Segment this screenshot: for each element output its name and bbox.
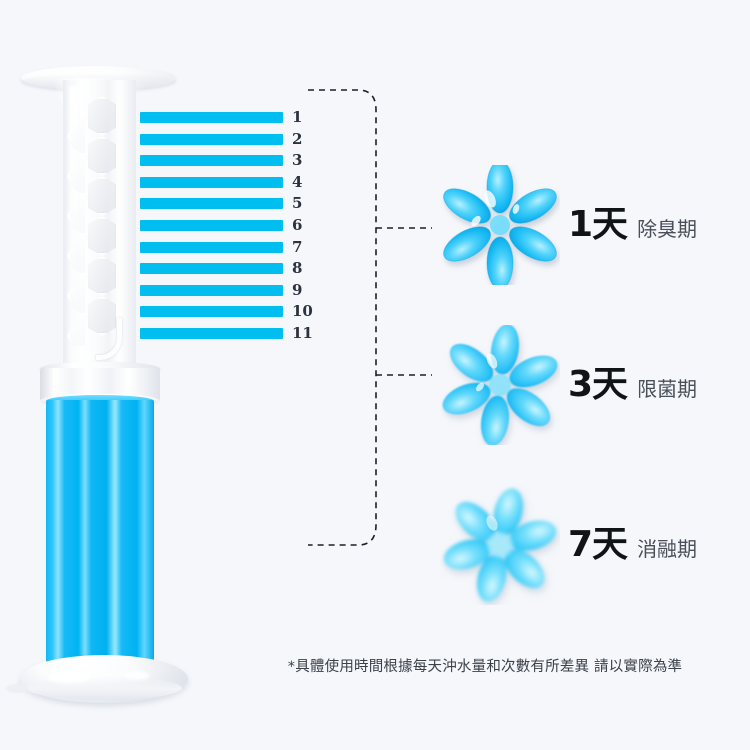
- flower-gloss: [486, 515, 498, 531]
- honeycomb-cell: [85, 256, 119, 296]
- dose-number: 5: [292, 194, 303, 213]
- dose-bar: [140, 112, 283, 123]
- dose-bar: [140, 155, 283, 167]
- toilet-gel-stamp-dispenser: [0, 0, 210, 750]
- bracket-spine: [308, 89, 377, 546]
- phase-row-dissolving: 7天 消融期: [440, 480, 750, 610]
- dose-bar: [140, 241, 283, 253]
- phase-caption: 1天 除臭期: [568, 207, 697, 243]
- honeycomb-half-cell: [67, 116, 85, 156]
- honeycomb-cell: [85, 96, 119, 136]
- gel-flower-dissolving: [440, 485, 560, 605]
- dose-bar: [140, 284, 283, 296]
- phase-row-antibacterial: 3天 限菌期: [440, 320, 750, 450]
- phase-caption: 7天 消融期: [568, 527, 697, 563]
- flower-petals: [442, 324, 558, 446]
- honeycomb-half-cell: [67, 156, 85, 196]
- dose-number-column: 1 2 3 4 5 6 7 8 9 10 11: [292, 108, 326, 352]
- gel-flower-midlife: [440, 324, 560, 446]
- honeycomb-cell: [85, 216, 119, 256]
- dose-number: 8: [292, 259, 303, 278]
- dose-bar: [140, 220, 283, 231]
- honeycomb-rib-pattern: [63, 96, 136, 346]
- dose-number: 2: [292, 129, 303, 148]
- dose-bar: [140, 306, 283, 318]
- gel-flower-fresh: [440, 160, 560, 290]
- phase-label: 限菌期: [637, 377, 698, 401]
- flower-petals: [443, 160, 557, 290]
- phase-days: 1天: [568, 204, 628, 245]
- dose-bar: [140, 263, 283, 275]
- dose-bar: [140, 133, 283, 145]
- dose-number: 1: [292, 108, 303, 126]
- honeycomb-half-cell: [67, 316, 85, 346]
- dose-bar: [140, 176, 283, 188]
- phase-row-deodorize: 1天 除臭期: [440, 160, 750, 290]
- dose-bar-gauge: [140, 112, 285, 352]
- dispenser-base-highlight: [48, 672, 90, 683]
- phase-caption: 3天 限菌期: [568, 367, 697, 403]
- flower-petals: [443, 488, 557, 602]
- honeycomb-half-cell: [67, 196, 85, 236]
- dose-bar: [140, 198, 283, 210]
- phase-days: 7天: [568, 524, 628, 565]
- plunger-shaft-highlight: [69, 86, 78, 372]
- dispenser-base-nub: [6, 684, 28, 693]
- gel-barrel: [46, 400, 154, 668]
- honeycomb-half-cell: [67, 276, 85, 316]
- dose-number: 6: [292, 216, 303, 234]
- honeycomb-cell: [85, 136, 119, 176]
- honeycomb-half-cell: [67, 236, 85, 276]
- dispenser-base-highlight: [124, 671, 150, 680]
- usage-disclaimer-footnote: *具體使用時間根據每天沖水量和次數有所差異 請以實際為準: [287, 659, 683, 675]
- phase-days: 3天: [568, 364, 628, 405]
- flower-gloss: [471, 190, 520, 227]
- dose-number: 4: [292, 172, 303, 191]
- dose-number: 7: [292, 237, 303, 256]
- dose-number: 3: [292, 151, 303, 170]
- phase-label: 除臭期: [637, 217, 698, 241]
- dose-bar: [140, 328, 283, 339]
- flower-gloss: [476, 353, 498, 392]
- dashed-bracket-connector: [308, 89, 432, 546]
- dose-number: 10: [292, 302, 313, 321]
- dose-number: 11: [292, 324, 313, 342]
- plunger-shaft-hook: [96, 318, 122, 360]
- phase-label: 消融期: [637, 537, 698, 561]
- honeycomb-cell: [85, 176, 119, 216]
- dose-number: 9: [292, 280, 303, 299]
